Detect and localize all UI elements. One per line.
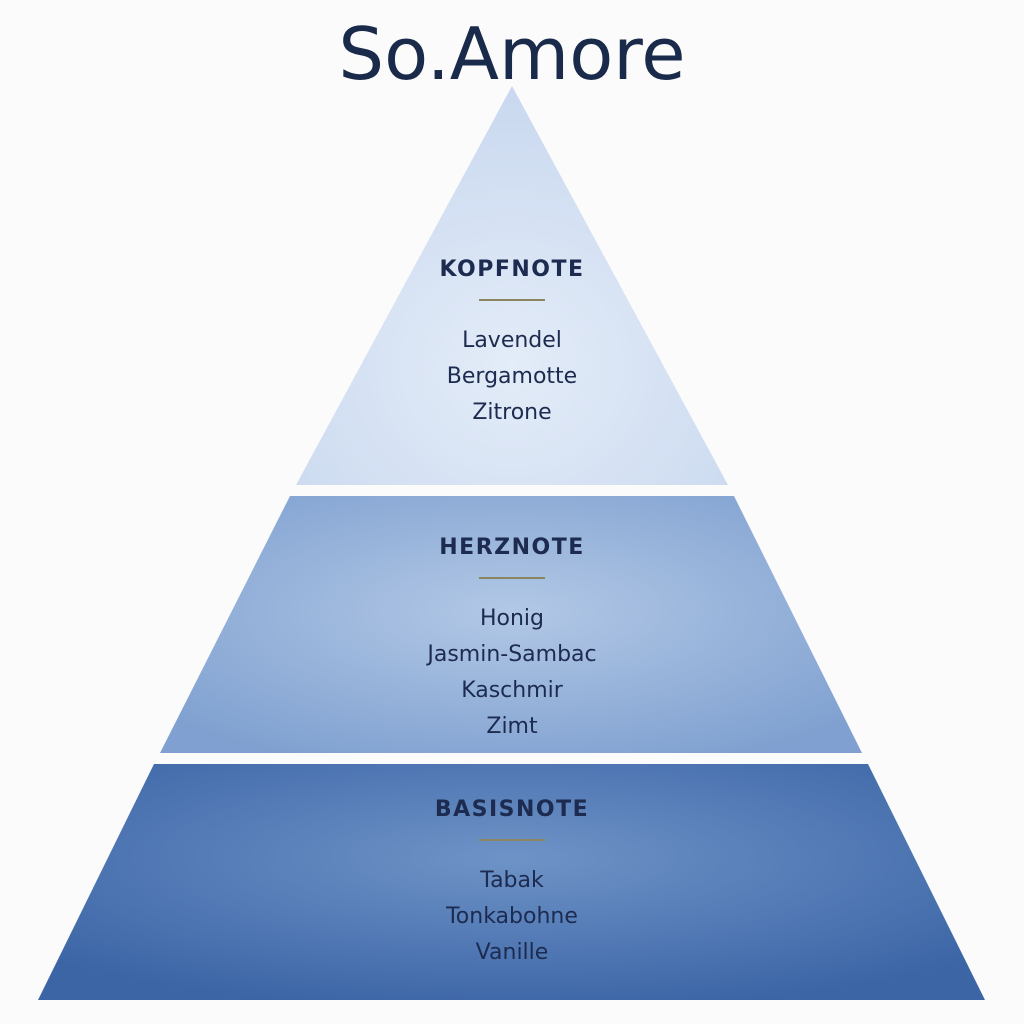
top-note-item: Bergamotte [446,364,578,389]
top-notes-divider [479,299,545,301]
pyramid-base-tier [38,764,985,1000]
top-note-item: Lavendel [462,328,562,353]
heart-note-item: Zimt [486,714,538,739]
pyramid-title: So.Amore [338,12,686,96]
pyramid-top-tier [296,86,728,485]
base-notes-heading: BASISNOTE [434,797,590,822]
base-notes-section: BASISNOTE Tabak Tonkabohne Vanille [262,795,762,971]
base-note-item: Tonkabohne [446,904,578,929]
top-note-item: Zitrone [472,400,552,425]
pyramid-middle-tier [160,496,862,753]
base-note-item: Vanille [475,940,549,965]
base-notes-divider [479,839,545,841]
heart-note-item: Jasmin-Sambac [427,642,597,667]
heart-note-item: Kaschmir [461,678,563,703]
heart-note-item: Honig [479,606,545,631]
heart-notes-heading: HERZNOTE [439,535,585,560]
top-notes-section: KOPFNOTE Lavendel Bergamotte Zitrone [262,255,762,431]
base-note-item: Tabak [480,868,544,893]
heart-notes-section: HERZNOTE Honig Jasmin-Sambac Kaschmir Zi… [262,533,762,745]
top-notes-heading: KOPFNOTE [439,257,585,282]
heart-notes-divider [479,577,545,579]
